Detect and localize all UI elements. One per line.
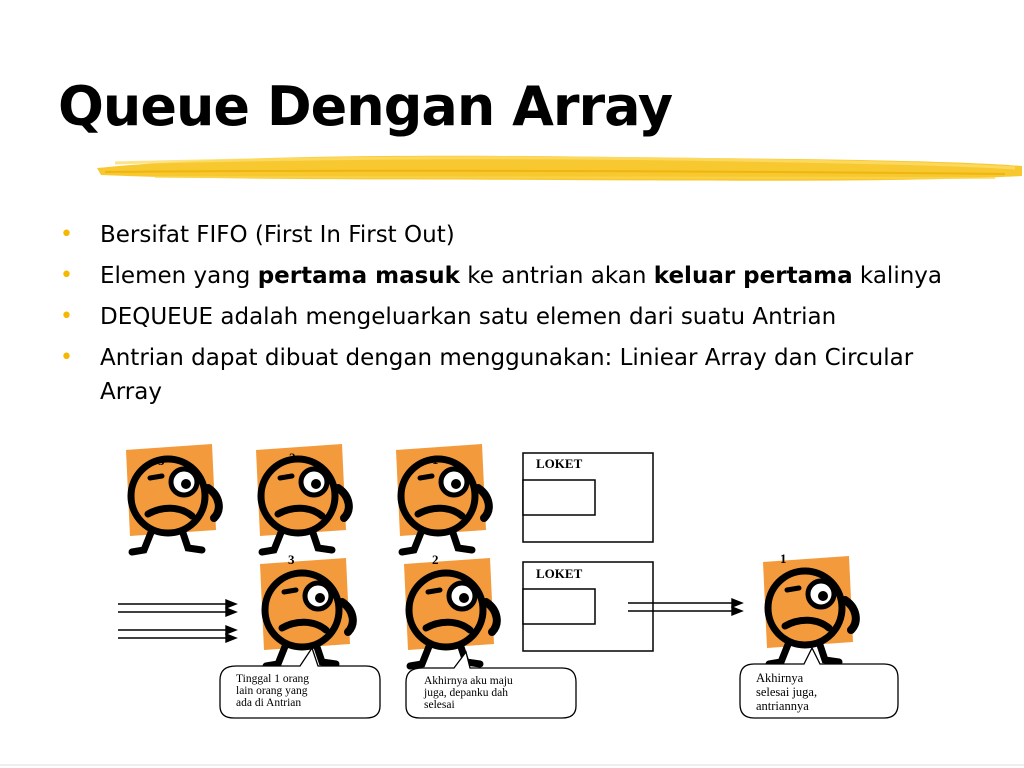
bullet-item: • DEQUEUE adalah mengeluarkan satu eleme…: [60, 300, 960, 334]
speech-bubble: Tinggal 1 orang lain orang yang ada di A…: [219, 646, 381, 719]
loket-box: LOKET: [522, 561, 654, 652]
bullet-text: Elemen yang: [100, 263, 258, 289]
queue-number: 3: [288, 552, 295, 567]
bullet-bold-text: keluar pertama: [653, 263, 853, 289]
incoming-arrows: [118, 598, 238, 644]
bubble-text: Akhirnya aku maju: [424, 675, 513, 687]
loket-label: LOKET: [536, 456, 583, 471]
person-icon: [260, 558, 353, 666]
bullet-item: • Antrian dapat dibuat dengan menggunaka…: [60, 341, 960, 409]
bullet-dot: •: [60, 263, 73, 288]
slide-title: Queue Dengan Array: [58, 75, 673, 138]
queue-number: 1: [780, 551, 787, 566]
queue-number: 2: [432, 552, 439, 567]
person-icon: [396, 444, 489, 552]
bubble-text: lain orang yang: [236, 685, 308, 697]
footer-divider: [0, 764, 1024, 766]
bubble-text: Akhirnya: [756, 671, 804, 685]
speech-bubble: Akhirnya aku maju juga, depanku dah sele…: [405, 650, 577, 719]
bullet-dot: •: [60, 222, 73, 247]
queue-number: 2: [289, 450, 296, 465]
person-icon: [126, 444, 219, 552]
queue-number: 1: [432, 452, 439, 467]
bullet-text: Antrian dapat dibuat dengan menggunakan:…: [100, 345, 914, 405]
bullet-text: Bersifat FIFO (First In First Out): [100, 222, 455, 248]
loket-label: LOKET: [536, 566, 583, 581]
bubble-text: juga, depanku dah: [423, 687, 508, 699]
outgoing-arrows: [628, 597, 744, 617]
bullet-item: • Elemen yang pertama masuk ke antrian a…: [60, 259, 960, 293]
bubble-text: selesai: [424, 699, 455, 711]
bubble-text: ada di Antrian: [236, 697, 301, 709]
bullet-dot: •: [60, 304, 73, 329]
bullet-text: ke antrian akan: [459, 263, 654, 289]
person-icon: [256, 444, 349, 552]
queue-number: 3: [158, 453, 165, 468]
bubble-text: selesai juga,: [756, 685, 817, 699]
loket-box: LOKET: [522, 452, 654, 543]
bullet-bold-text: pertama masuk: [257, 263, 460, 289]
person-icon: [404, 558, 497, 666]
speech-bubble: Akhirnya selesai juga, antriannya: [739, 646, 899, 719]
bullet-item: • Bersifat FIFO (First In First Out): [60, 218, 960, 252]
bubble-text: Tinggal 1 orang: [236, 673, 309, 685]
bullet-list: • Bersifat FIFO (First In First Out) • E…: [60, 218, 960, 416]
bubble-text: antriannya: [756, 699, 809, 713]
bullet-dot: •: [60, 345, 73, 370]
highlighter-stroke: [97, 155, 1022, 181]
person-icon: [763, 556, 856, 664]
bullet-text: DEQUEUE adalah mengeluarkan satu elemen …: [100, 304, 837, 330]
bullet-text: kalinya: [852, 263, 942, 289]
